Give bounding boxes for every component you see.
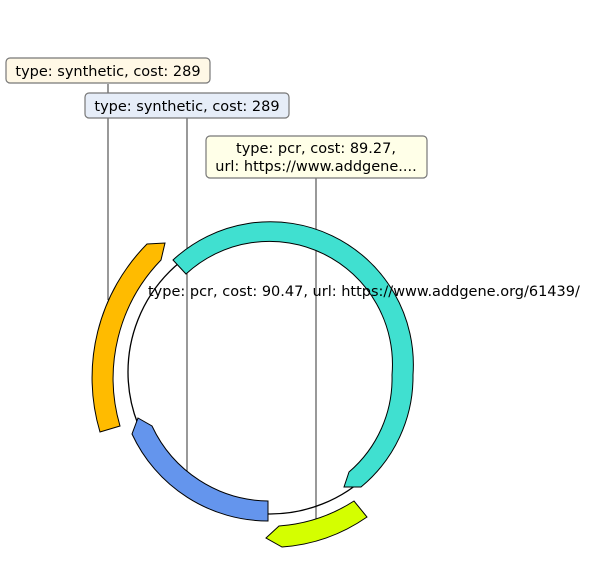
label-box-blue xyxy=(84,92,290,119)
label-text-lime-line-1: type: pcr, cost: 89.27, xyxy=(236,141,396,157)
label-text-teal: type: pcr, cost: 90.47, url: https://www… xyxy=(148,284,580,300)
feature-arc-teal[interactable] xyxy=(172,221,414,488)
label-text-blue: type: synthetic, cost: 289 xyxy=(94,99,279,115)
label-text-orange: type: synthetic, cost: 289 xyxy=(15,64,200,80)
feature-arc-orange[interactable] xyxy=(91,242,166,433)
feature-arc-lime[interactable] xyxy=(265,500,368,548)
label-text-lime-line-2: url: https://www.addgene.... xyxy=(215,159,416,175)
label-lime-feature: type: pcr, cost: 89.27, url: https://www… xyxy=(205,135,428,179)
feature-arc-blue[interactable] xyxy=(131,417,269,522)
label-blue-feature: type: synthetic, cost: 289 xyxy=(84,92,290,119)
label-box-orange xyxy=(5,57,211,84)
label-orange-feature: type: synthetic, cost: 289 xyxy=(5,57,211,84)
label-box-lime xyxy=(205,135,428,179)
